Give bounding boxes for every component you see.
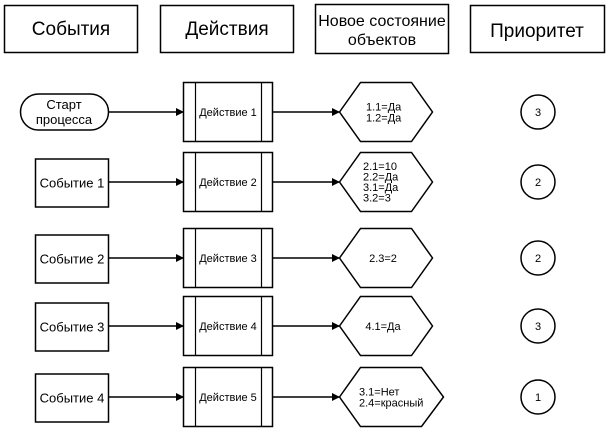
header-priority: Приоритет [469, 4, 606, 54]
header-new-state-line2: объектов [348, 32, 416, 49]
event-label: Событие 4 [40, 391, 105, 406]
event-label: Событие 2 [40, 252, 105, 267]
action-label: Действие 2 [199, 177, 257, 189]
new-state-node: 1.1=Да1.2=Да [338, 81, 434, 143]
event-label: Старт [46, 97, 81, 112]
event-node: Событие 4 [34, 373, 110, 423]
priority-value: 3 [535, 107, 541, 119]
event-label: процесса [36, 112, 93, 127]
priority-badge: 3 [520, 308, 556, 344]
event-node: Событие 3 [34, 302, 110, 352]
new-state-node: 2.1=102.2=Да3.1=Да3.2=3 [338, 151, 434, 213]
priority-badge: 2 [520, 164, 556, 200]
state-line: 4.1=Да [365, 321, 401, 333]
diagram-row: Событие 3 Действие 4 4.1=Да 3 [34, 295, 556, 357]
state-line: 2.1=10 [363, 161, 397, 173]
priority-value: 1 [535, 392, 541, 404]
priority-badge: 1 [520, 379, 556, 415]
action-label: Действие 5 [199, 392, 257, 404]
action-label: Действие 1 [199, 107, 257, 119]
state-line: 1.2=Да [366, 112, 402, 124]
header-events: События [3, 4, 139, 54]
action-node: Действие 4 [182, 295, 274, 357]
priority-value: 2 [535, 177, 541, 189]
state-line: 2.3=2 [369, 253, 397, 265]
state-line: 2.4=красный [359, 397, 423, 409]
action-label: Действие 4 [199, 321, 257, 333]
state-line: 3.1=Нет [359, 386, 399, 398]
header-actions: Действия [159, 4, 295, 54]
state-line: 1.1=Да [366, 101, 402, 113]
new-state-node: 4.1=Да [338, 295, 434, 357]
diagram-row: Событие 2 Действие 3 2.3=2 2 [34, 227, 556, 289]
new-state-node: 2.3=2 [338, 227, 434, 289]
header-new-state: Новое состояние объектов [314, 3, 450, 55]
action-label: Действие 3 [199, 253, 257, 265]
state-line: 3.2=3 [363, 193, 391, 205]
event-node: Событие 1 [34, 158, 110, 208]
header-new-state-line1: Новое состояние [318, 13, 446, 30]
priority-badge: 2 [520, 240, 556, 276]
priority-value: 2 [535, 253, 541, 265]
header-priority-label: Приоритет [490, 21, 584, 42]
priority-value: 3 [535, 321, 541, 333]
state-line: 3.1=Да [363, 182, 399, 194]
priority-badge: 3 [520, 94, 556, 130]
header-actions-label: Действия [185, 19, 268, 40]
event-label: Событие 3 [40, 320, 105, 335]
action-node: Действие 5 [182, 366, 274, 428]
header-events-label: События [32, 19, 110, 40]
action-node: Действие 3 [182, 227, 274, 289]
diagram-row: Событие 1 Действие 2 2.1=102.2=Да3.1=Да3.2… [34, 151, 556, 213]
action-node: Действие 1 [182, 81, 274, 143]
action-node: Действие 2 [182, 151, 274, 213]
event-label: Событие 1 [40, 176, 105, 191]
state-line: 2.2=Да [363, 172, 399, 184]
event-node: Событие 2 [34, 234, 110, 284]
